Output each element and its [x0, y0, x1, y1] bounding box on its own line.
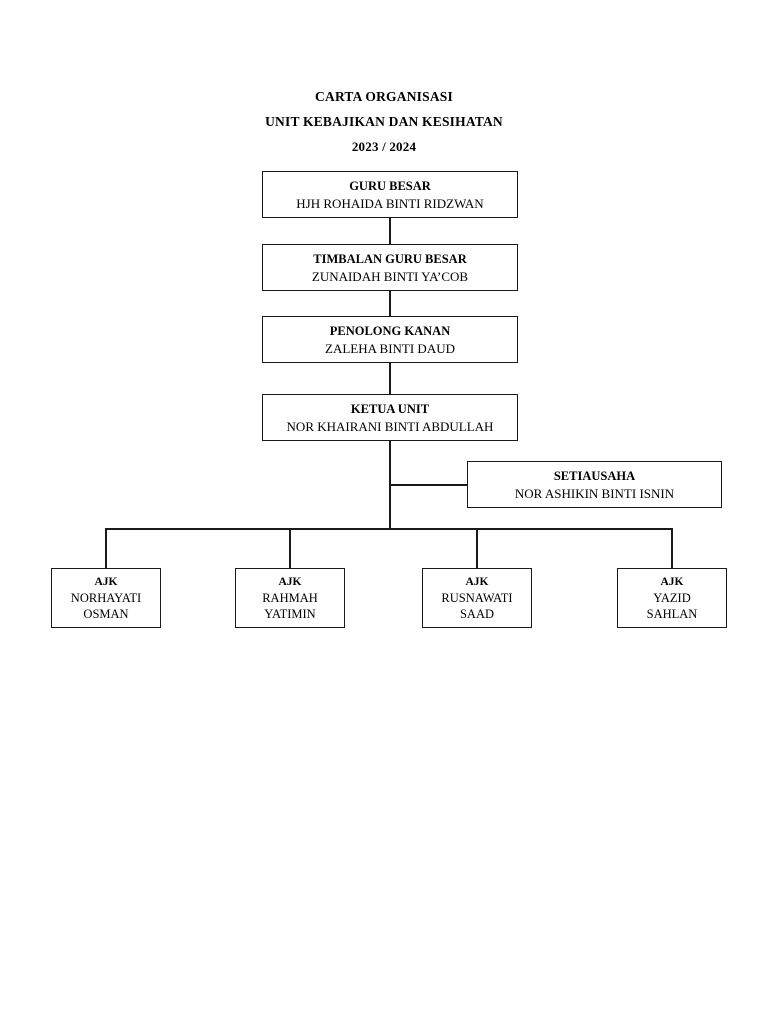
- node-person-name-second: SAAD: [459, 607, 495, 621]
- node-person-name-first: RUSNAWATI: [441, 591, 513, 605]
- node-role-label: SETIAUSAHA: [553, 468, 636, 483]
- node-person-label: HJH ROHAIDA BINTI RIDZWAN: [296, 195, 484, 211]
- connector-ketua-to-setiausaha: [389, 484, 467, 486]
- connector-drop-ajk-4: [671, 528, 673, 568]
- node-role-label: TIMBALAN GURU BESAR: [313, 251, 467, 266]
- node-penolong-kanan: PENOLONG KANAN ZALEHA BINTI DAUD: [262, 316, 518, 363]
- node-ketua-unit: KETUA UNIT NOR KHAIRANI BINTI ABDULLAH: [262, 394, 518, 441]
- chart-title-line-2: UNIT KEBAJIKAN DAN KESIHATAN: [265, 114, 503, 129]
- node-person-name-first: NORHAYATI: [70, 591, 142, 605]
- connector-drop-ajk-2: [289, 528, 291, 568]
- node-ajk-4: AJK YAZID SAHLAN: [617, 568, 727, 628]
- node-person-label: ZALEHA BINTI DAUD: [325, 340, 455, 356]
- node-person-name-second: OSMAN: [83, 607, 129, 621]
- node-guru-besar: GURU BESAR HJH ROHAIDA BINTI RIDZWAN: [262, 171, 518, 218]
- connector-drop-ajk-3: [476, 528, 478, 568]
- chart-title-year: 2023 / 2024: [351, 139, 417, 154]
- connector-timbalan-to-penolong: [389, 291, 391, 316]
- node-ajk-1: AJK NORHAYATI OSMAN: [51, 568, 161, 628]
- chart-title-block: CARTA ORGANISASI UNIT KEBAJIKAN DAN KESI…: [0, 84, 768, 159]
- node-role-label: AJK: [465, 576, 489, 588]
- node-role-label: PENOLONG KANAN: [329, 323, 451, 338]
- node-role-label: GURU BESAR: [349, 178, 431, 193]
- node-role-label: AJK: [278, 576, 302, 588]
- node-ajk-2: AJK RAHMAH YATIMIN: [235, 568, 345, 628]
- node-person-name-first: YAZID: [653, 591, 691, 605]
- node-setiausaha: SETIAUSAHA NOR ASHIKIN BINTI ISNIN: [467, 461, 722, 508]
- connector-drop-ajk-1: [105, 528, 107, 568]
- node-ajk-3: AJK RUSNAWATI SAAD: [422, 568, 532, 628]
- node-person-label: NOR KHAIRANI BINTI ABDULLAH: [286, 418, 494, 434]
- node-person-label: ZUNAIDAH BINTI YA’COB: [311, 268, 469, 284]
- node-role-label: KETUA UNIT: [350, 401, 430, 416]
- node-person-label: NOR ASHIKIN BINTI ISNIN: [514, 485, 675, 501]
- connector-penolong-to-ketua: [389, 363, 391, 394]
- connector-guru-besar-to-timbalan: [389, 218, 391, 244]
- node-person-name-second: SAHLAN: [646, 607, 698, 621]
- node-person-name-first: RAHMAH: [262, 591, 318, 605]
- node-person-name-second: YATIMIN: [264, 607, 316, 621]
- connector-ajk-distribution-bar: [106, 528, 673, 530]
- chart-title-line-1: CARTA ORGANISASI: [315, 89, 453, 104]
- node-role-label: AJK: [94, 576, 118, 588]
- node-role-label: AJK: [660, 576, 684, 588]
- node-timbalan-guru-besar: TIMBALAN GURU BESAR ZUNAIDAH BINTI YA’CO…: [262, 244, 518, 291]
